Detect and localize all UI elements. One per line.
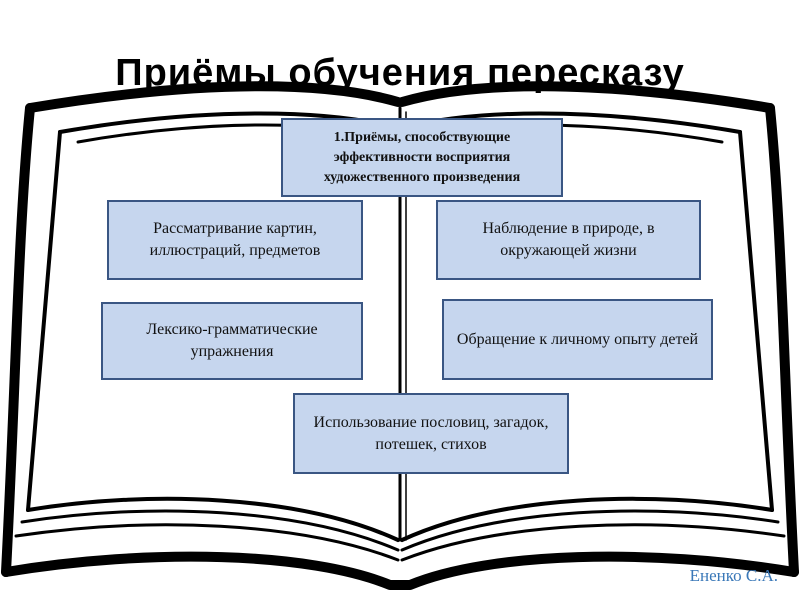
lexical-exercises-box: Лексико-грамматические упражнения <box>101 302 363 380</box>
nature-text: Наблюдение в природе, в окружающей жизни <box>438 218 699 262</box>
author-credit: Ененко С.А. <box>690 566 778 586</box>
main-technique-box: 1.Приёмы, способствующие эффективности в… <box>281 118 563 197</box>
nature-box: Наблюдение в природе, в окружающей жизни <box>436 200 701 280</box>
main-technique-text: 1.Приёмы, способствующие эффективности в… <box>283 128 561 188</box>
pictures-text: Рассматривание картин, иллюстраций, пред… <box>109 218 361 262</box>
lexical-exercises-text: Лексико-грамматические упражнения <box>103 319 361 363</box>
proverbs-text: Использование пословиц, загадок, потешек… <box>295 412 567 456</box>
personal-experience-text: Обращение к личному опыту детей <box>457 329 698 351</box>
proverbs-box: Использование пословиц, загадок, потешек… <box>293 393 569 474</box>
pictures-box: Рассматривание картин, иллюстраций, пред… <box>107 200 363 280</box>
personal-experience-box: Обращение к личному опыту детей <box>442 299 713 380</box>
